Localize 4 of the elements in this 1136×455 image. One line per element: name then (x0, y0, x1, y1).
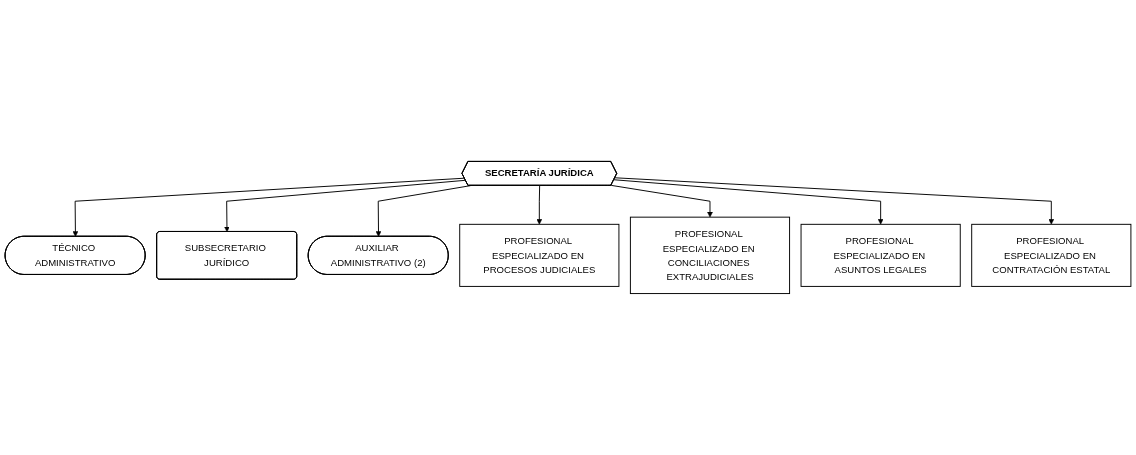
node-box: PROFESIONAL ESPECIALIZADO EN PROCESOS JUDICIALES (459, 223, 620, 287)
node-box: PROFESIONAL ESPECIALIZADO EN ASUNTOS LEGALES (800, 223, 961, 287)
node-box: PROFESIONAL ESPECIALIZADO EN CONTRATACIÓN ESTATAL (971, 223, 1132, 287)
node-box: PROFESIONAL ESPECIALIZADO EN CONCILIACIONES EXTRAJUDICIALES (629, 216, 791, 295)
